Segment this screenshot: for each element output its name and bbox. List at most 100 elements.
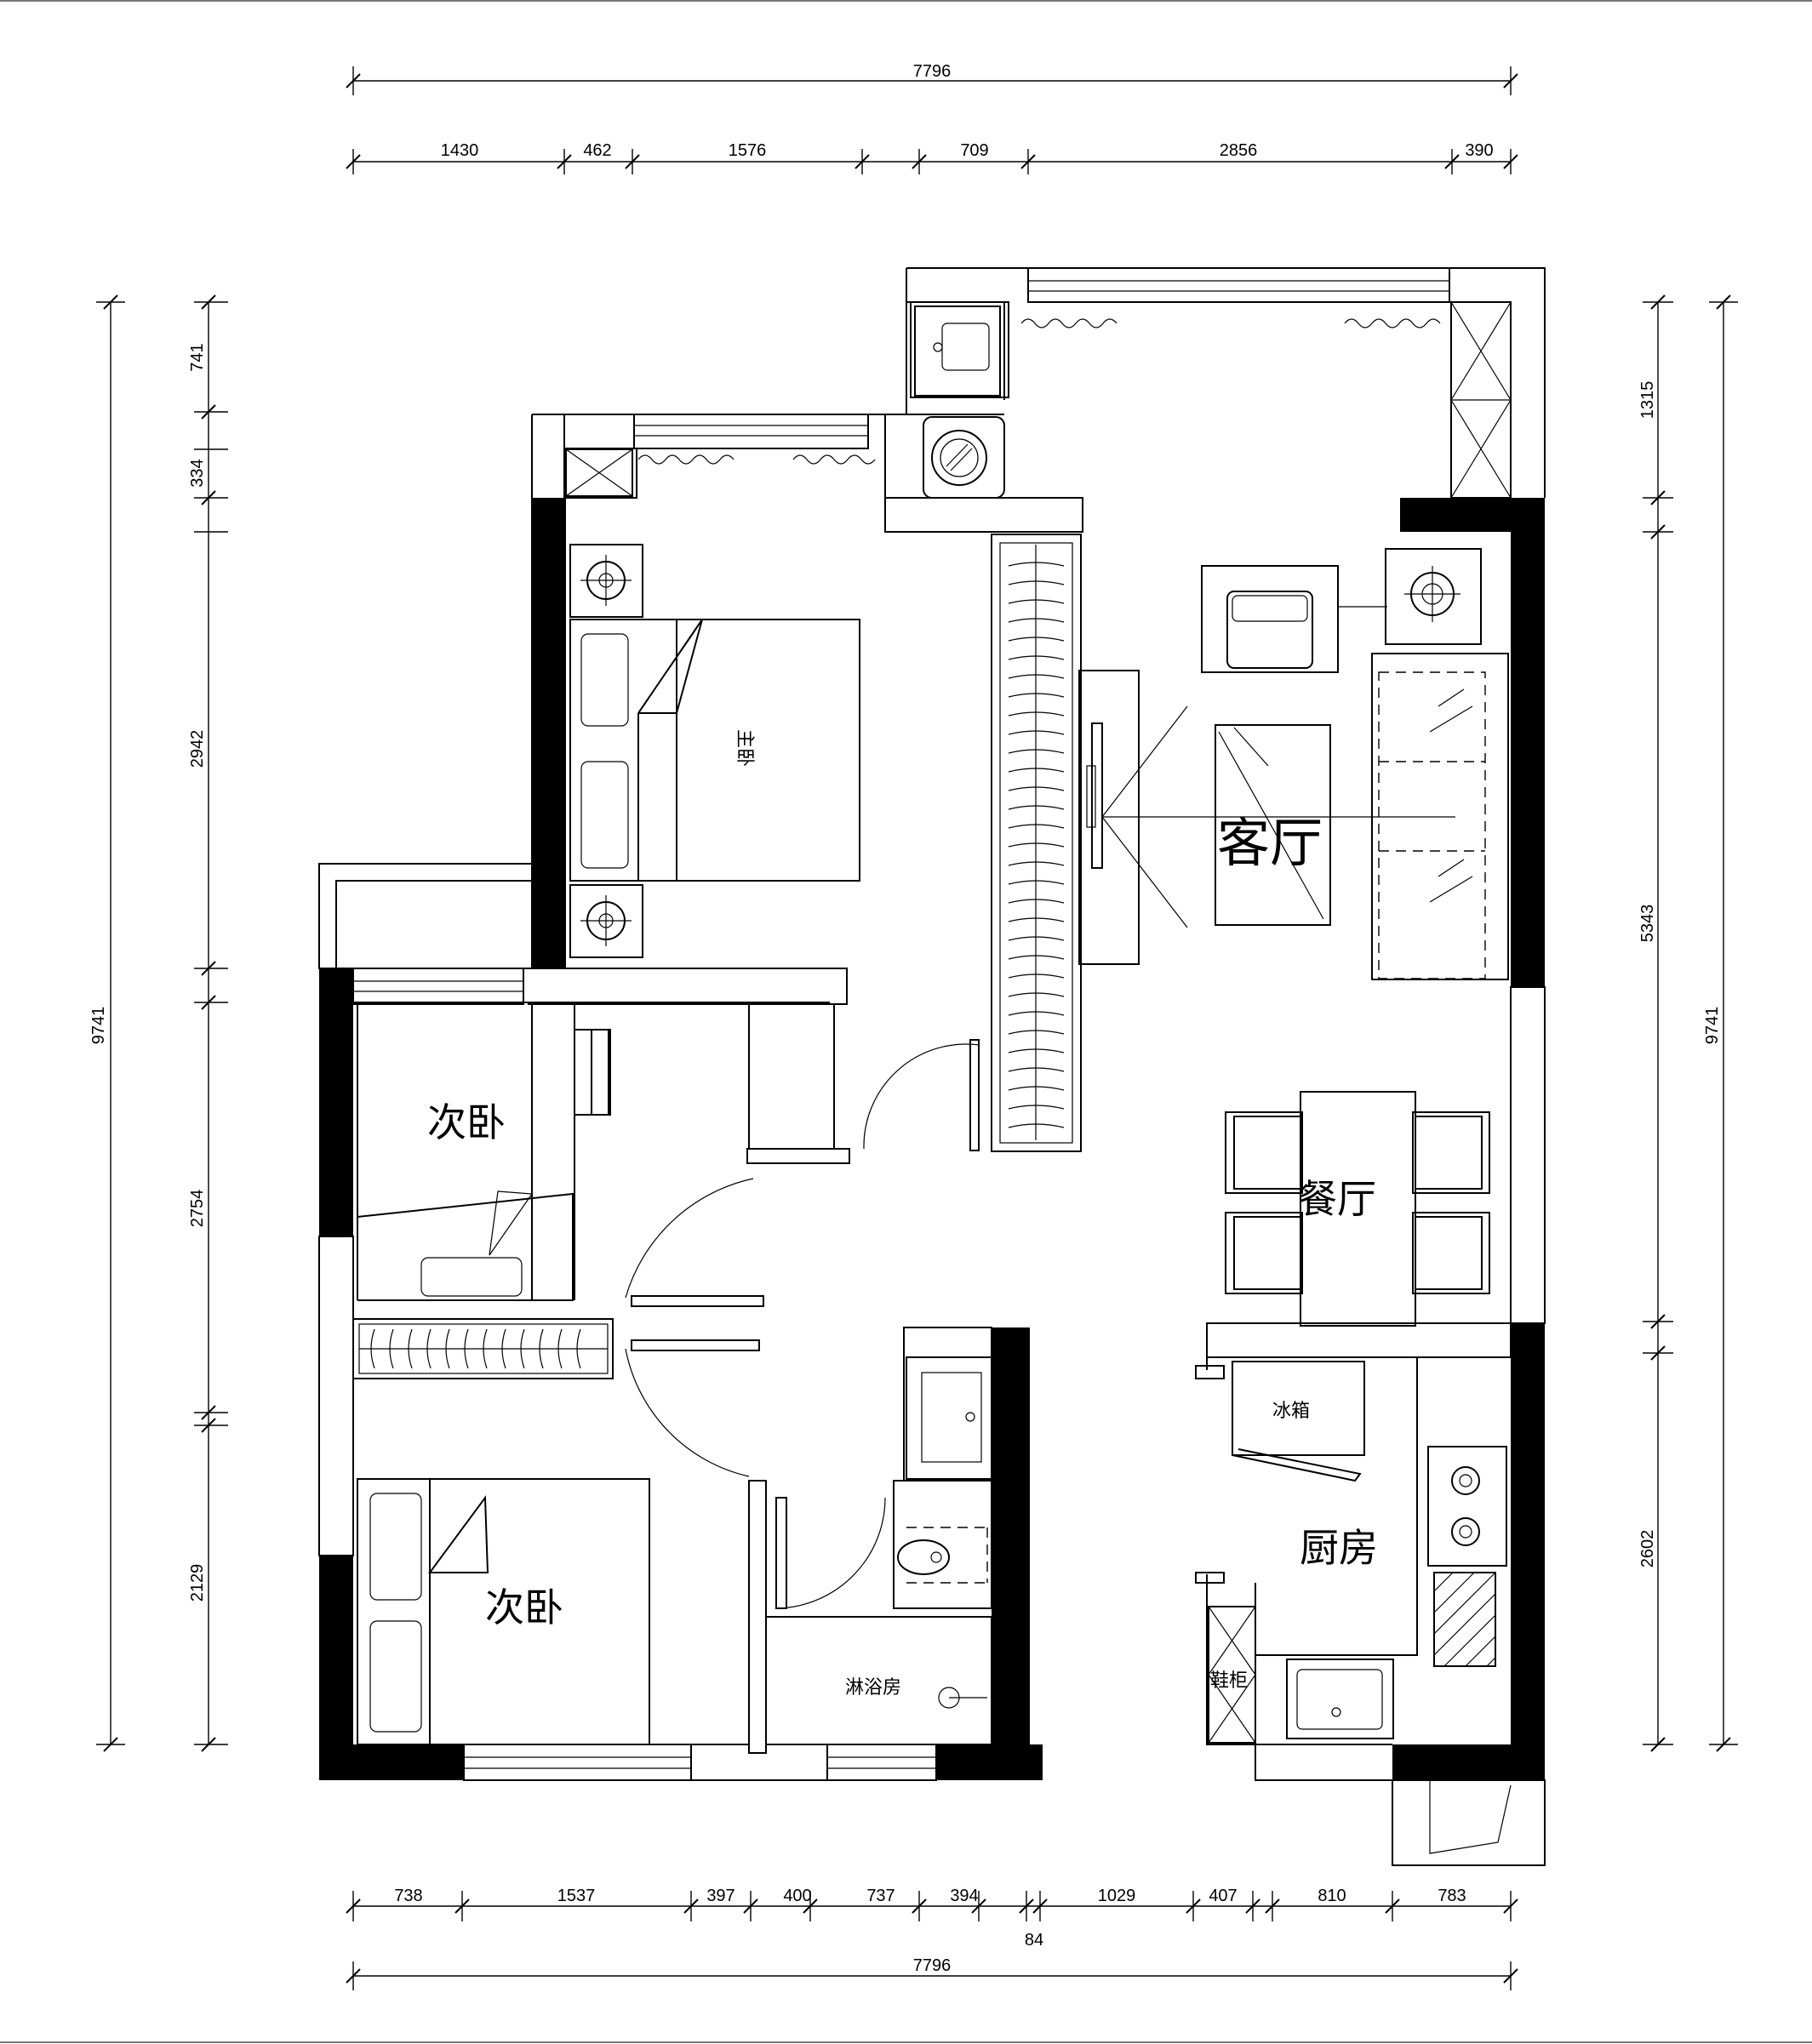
- hanger: [1008, 749, 1065, 754]
- dim-right-3: 2602: [1638, 1530, 1657, 1568]
- hanger: [1008, 580, 1065, 585]
- dim-bottom-9: 810: [1318, 1887, 1346, 1905]
- walls: [318, 267, 1546, 1866]
- armchair: [1201, 565, 1339, 673]
- dim-top-total: 7796: [913, 62, 952, 81]
- hanger: [1008, 1123, 1065, 1128]
- dim-left-1: 741: [188, 343, 207, 371]
- hanger: [1008, 842, 1065, 848]
- hanger: [1008, 1067, 1065, 1072]
- hanger: [445, 1328, 450, 1369]
- doors: [625, 1039, 980, 1609]
- dim-top-2: 462: [583, 141, 611, 160]
- room-label-second-bedroom-bottom: 次卧: [485, 1584, 563, 1630]
- nightstand-lamp-bottom: [569, 884, 643, 958]
- hanger: [1008, 1011, 1065, 1016]
- bed-second-top: [357, 1004, 575, 1301]
- kitchen-sink: [1286, 1659, 1394, 1739]
- hanger: [1008, 805, 1065, 810]
- dim-bottom-4: 400: [783, 1887, 811, 1905]
- dimension-top-total: 7796: [346, 62, 1518, 95]
- room-label-fridge: 冰箱: [1272, 1401, 1310, 1422]
- dimension-top-segments: 1430 462 1576 709 2856 390: [346, 141, 1518, 174]
- hanger: [576, 1328, 581, 1369]
- dimension-left-total: 9741: [89, 294, 125, 1752]
- shoe-cabinet: [1208, 1606, 1256, 1744]
- dim-left-3: 2942: [188, 730, 207, 768]
- dim-bottom-2: 1537: [557, 1887, 596, 1905]
- room-label-shoe-cabinet: 鞋柜: [1210, 1670, 1248, 1692]
- hanger: [1008, 955, 1065, 960]
- hanger: [1008, 899, 1065, 904]
- dimension-bottom-segments: 738 1537 397 400 737 394 1029 407 810 78…: [346, 1887, 1518, 1950]
- wardrobe-hangers: [1008, 562, 1065, 1128]
- dim-bottom-6: 394: [950, 1887, 978, 1905]
- room-label-second-bedroom-top: 次卧: [427, 1099, 506, 1145]
- nightstand-lamp-top: [569, 544, 643, 618]
- dim-bottom-10: 783: [1438, 1887, 1466, 1905]
- washing-machine: [923, 416, 1005, 499]
- dining-chairs: [1225, 1111, 1490, 1294]
- hanger: [539, 1328, 544, 1369]
- wardrobe-vertical: [991, 534, 1082, 1152]
- room-label-dining: 餐厅: [1298, 1176, 1376, 1222]
- dim-bottom-7: 1029: [1098, 1887, 1136, 1905]
- hanger: [1008, 973, 1065, 979]
- hanger: [1008, 1048, 1065, 1053]
- hanger: [1008, 1030, 1065, 1035]
- dim-left-total: 9741: [89, 1007, 108, 1045]
- wardrobe-horizontal: [352, 1318, 614, 1379]
- hanger: [483, 1328, 488, 1369]
- dim-bottom-1: 738: [394, 1887, 422, 1905]
- dim-left-5: 2129: [188, 1564, 207, 1602]
- dim-top-4: 709: [960, 141, 988, 160]
- dim-top-6: 390: [1465, 141, 1493, 160]
- dim-bottom-small: 84: [1025, 1931, 1043, 1950]
- master-bed: [569, 619, 860, 882]
- dim-top-1: 1430: [441, 141, 479, 160]
- coffee-table: [1215, 724, 1331, 926]
- dim-right-2: 5343: [1638, 905, 1657, 943]
- hanger: [1008, 861, 1065, 866]
- hanger: [1008, 992, 1065, 997]
- hanger: [389, 1328, 394, 1369]
- toilet: [897, 1527, 988, 1584]
- dim-bottom-5: 737: [866, 1887, 895, 1905]
- dimension-right-segments: 1315 5343 2602: [1638, 294, 1673, 1752]
- hanger: [1008, 880, 1065, 885]
- dim-left-4: 2754: [188, 1190, 207, 1228]
- dim-right-total: 9741: [1703, 1007, 1722, 1045]
- hanger: [1008, 824, 1065, 829]
- fridge: [1232, 1361, 1365, 1482]
- shower-fixture: [938, 1687, 987, 1709]
- hanger: [1008, 917, 1065, 922]
- bathroom-sink: [906, 1356, 992, 1480]
- hanger: [1008, 562, 1065, 567]
- dim-top-5: 2856: [1220, 141, 1258, 160]
- hanger: [408, 1328, 413, 1369]
- hanger: [1008, 637, 1065, 642]
- living-sight-lines: [1101, 705, 1455, 928]
- hanger: [1008, 618, 1065, 623]
- wardrobe-hangers-horizontal: [370, 1328, 581, 1369]
- hanger: [501, 1328, 506, 1369]
- hanger: [426, 1328, 432, 1369]
- hanger: [1008, 1105, 1065, 1110]
- hanger: [1008, 936, 1065, 941]
- hanger: [1008, 655, 1065, 660]
- bed-second-bottom: [357, 1478, 650, 1745]
- hanger: [1008, 786, 1065, 791]
- hanger: [1008, 674, 1065, 679]
- hanger: [464, 1328, 469, 1369]
- dimension-bottom-total: 7796: [346, 1956, 1518, 1990]
- curtains: [637, 318, 1441, 465]
- desk-chair: [574, 1029, 611, 1116]
- hanger: [520, 1328, 525, 1369]
- room-label-master-bedroom: 主卧: [734, 729, 755, 767]
- hanger: [1008, 730, 1065, 735]
- dimension-right-total: 9741: [1703, 294, 1738, 1752]
- hanger: [1008, 711, 1065, 717]
- floor-lamp: [1385, 548, 1482, 645]
- hanger: [1008, 693, 1065, 698]
